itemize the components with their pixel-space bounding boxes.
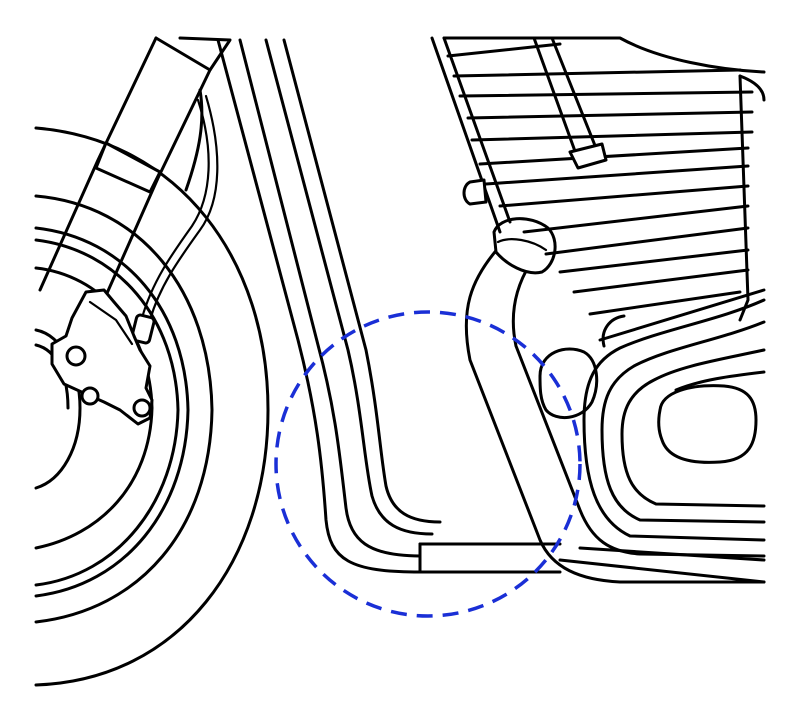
- cylinder-head-right: [738, 74, 766, 102]
- hose-fitting: [130, 313, 156, 345]
- highlight-circle: [274, 310, 582, 618]
- pushrod-cap: [568, 142, 608, 170]
- cylinder-left-edge-2: [442, 36, 512, 224]
- rim-inner: [34, 238, 180, 587]
- front-fork: [38, 36, 232, 302]
- fork-top-cap: [154, 36, 212, 72]
- cyl-fin-2: [484, 164, 750, 186]
- cyl-fin-7: [572, 268, 750, 294]
- cyl-fin-3: [498, 184, 750, 208]
- cyl-fin-8: [588, 290, 742, 316]
- cylinder-boss: [462, 178, 488, 206]
- downtube-line-4: [282, 38, 442, 524]
- head-fin-3: [458, 90, 754, 98]
- head-fin-4: [466, 110, 754, 120]
- crankcase: [538, 298, 766, 542]
- rail-extension: [558, 558, 766, 584]
- caliper-edge: [88, 300, 134, 346]
- pushrod-right: [550, 36, 598, 150]
- head-fin-5: [470, 130, 754, 142]
- exhaust-outer: [464, 244, 766, 584]
- rim-outer: [34, 226, 190, 598]
- downtube-line-2: [238, 38, 422, 558]
- cylinder-base: [598, 288, 766, 342]
- brake-hose: [130, 94, 219, 345]
- case-outer: [582, 298, 766, 542]
- boss-knob: [462, 178, 488, 206]
- head-fin-1: [446, 42, 562, 58]
- pushrod-tube: [532, 36, 608, 170]
- exhaust-pipe: [464, 217, 766, 584]
- exhaust-flange-ring: [496, 238, 548, 252]
- case-mid: [600, 320, 766, 524]
- brake-hose-inner: [140, 98, 210, 320]
- caliper-bolt-1: [65, 345, 87, 367]
- inspection-cover: [657, 384, 758, 464]
- case-lip: [674, 370, 766, 392]
- fork-lower-line: [184, 88, 204, 192]
- cyl-fin-4: [522, 204, 750, 234]
- cyl-fin-1: [478, 146, 750, 166]
- cylinder-right-edge: [738, 74, 750, 322]
- frame-bottom-rail: [418, 542, 766, 584]
- cylinder-left-edge: [430, 36, 502, 234]
- tire-inner: [34, 194, 214, 624]
- downtube-line-1: [216, 38, 422, 574]
- exhaust-inner: [511, 262, 766, 558]
- fork-top-line: [178, 36, 232, 72]
- pushrod-left: [532, 36, 578, 156]
- fork-tube-right: [102, 68, 212, 302]
- cyl-fin-6: [558, 248, 750, 274]
- exhaust-flange: [492, 217, 557, 275]
- case-inner: [620, 348, 766, 508]
- starter-knob: [538, 347, 599, 419]
- caliper-bolt-2: [80, 386, 100, 406]
- fork-clamp: [94, 141, 162, 194]
- engine-cylinder: [430, 36, 766, 342]
- frame-downtube: [216, 38, 442, 574]
- cyl-fin-5: [544, 226, 750, 256]
- cylinder-head-top: [442, 36, 766, 74]
- head-fin-2: [452, 68, 742, 78]
- caliper-bolt-3: [132, 398, 152, 418]
- downtube-line-3: [264, 38, 434, 536]
- brake-caliper: [50, 288, 154, 426]
- brake-hose-outer: [148, 94, 219, 322]
- case-lower-edge: [601, 314, 626, 348]
